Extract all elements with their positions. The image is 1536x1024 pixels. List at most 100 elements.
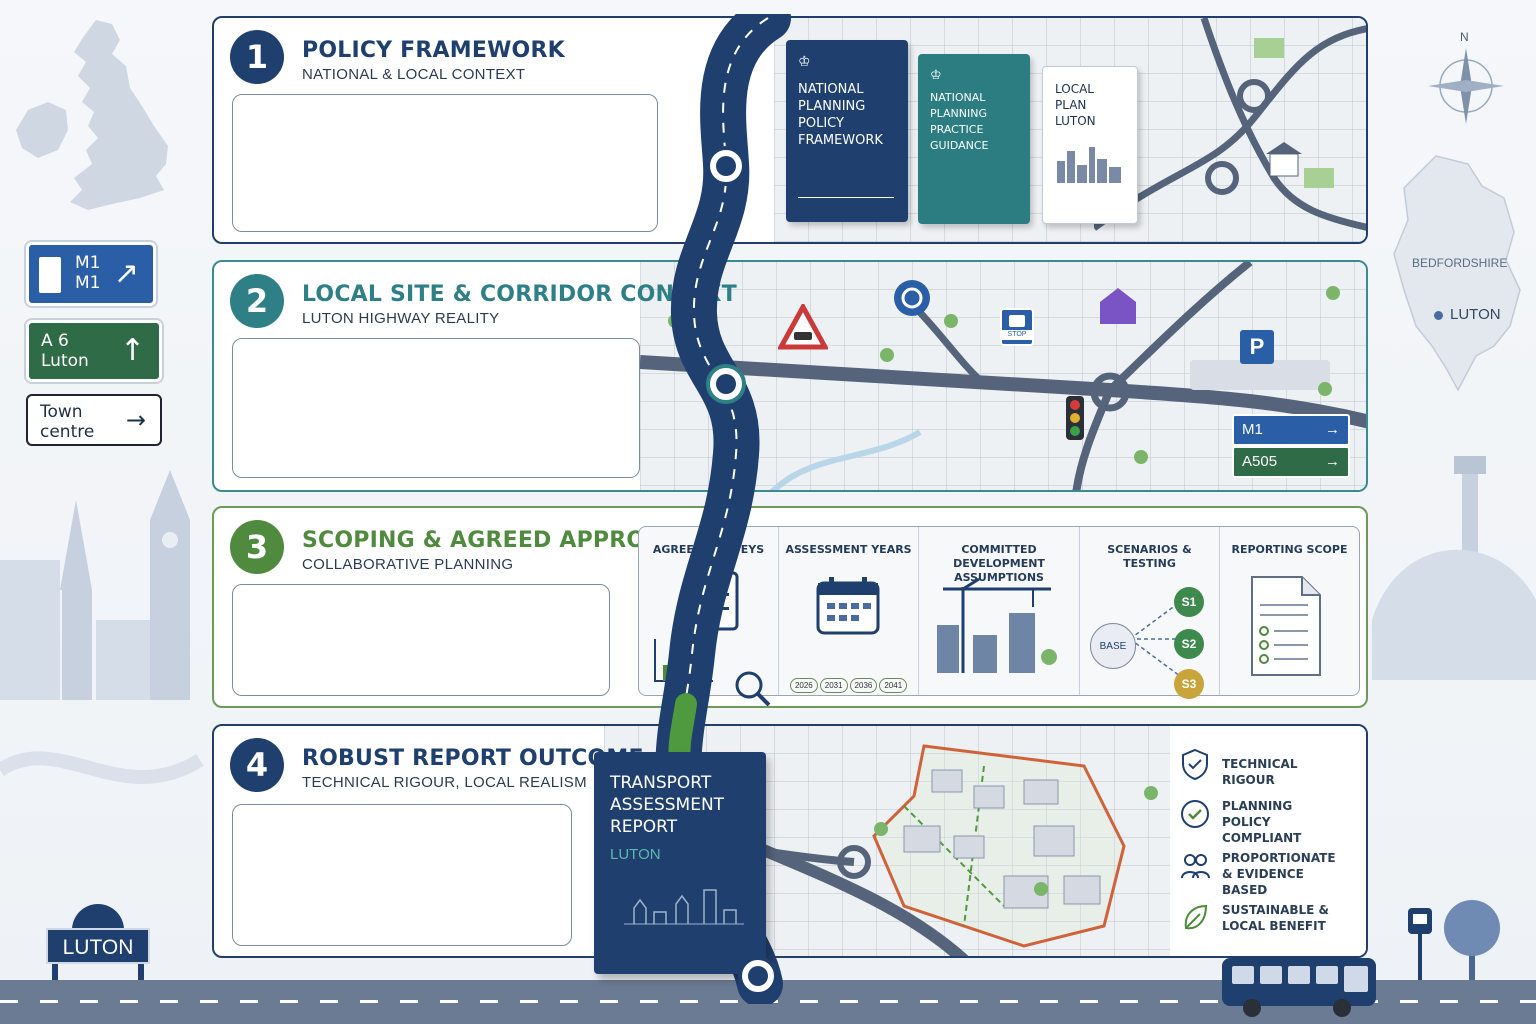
parking-sign-label: P xyxy=(1249,334,1265,359)
tree-icon xyxy=(944,314,958,328)
scenario-s2: S2 xyxy=(1173,629,1204,659)
outcome-divider xyxy=(1170,726,1366,956)
shield-check-icon xyxy=(1182,748,1208,780)
leaf-icon xyxy=(1184,904,1208,930)
bus-icon xyxy=(1009,315,1025,327)
report-place: LUTON xyxy=(610,846,661,863)
outcome-label: TECHNICAL RIGOUR xyxy=(1222,757,1298,787)
motorway-sign: M1 M1 ↗ xyxy=(26,242,156,306)
bus-stop-label: STOP xyxy=(1002,330,1032,340)
nppg-document: ♔ NATIONAL PLANNING PRACTICE GUIDANCE xyxy=(918,54,1030,224)
compass-north-label: N xyxy=(1460,30,1469,44)
stage-3-text-box[interactable] xyxy=(232,584,610,696)
stage-4-title: ROBUST REPORT OUTCOME xyxy=(302,746,644,771)
traffic-light-icon xyxy=(1066,396,1084,440)
year-pill: 2031 xyxy=(819,678,848,693)
tree-icon xyxy=(1134,450,1148,464)
a505-direction-label: A505 xyxy=(1242,453,1278,470)
school-icon xyxy=(1100,288,1136,324)
stage-2-title: LOCAL SITE & CORRIDOR CONTEXT xyxy=(302,282,737,307)
npff-document-title: NATIONAL PLANNING POLICY FRAMEWORK xyxy=(798,82,883,148)
stage-2-text-box[interactable] xyxy=(232,338,640,478)
stage-1-subtitle: NATIONAL & LOCAL CONTEXT xyxy=(302,66,526,83)
a-road-sign-line1: A 6 xyxy=(41,331,69,351)
local-plan-document: LOCAL PLAN LUTON xyxy=(1042,66,1138,224)
tree-icon xyxy=(1444,900,1500,982)
stage-1-card: 1 POLICY FRAMEWORK NATIONAL & LOCAL CONT… xyxy=(212,16,1368,244)
tree-icon xyxy=(880,348,894,362)
arrow-right-icon: → xyxy=(1325,421,1340,438)
local-plan-document-title: LOCAL PLAN LUTON xyxy=(1055,82,1096,128)
outcome-label: SUSTAINABLE & LOCAL BENEFIT xyxy=(1222,903,1329,933)
scenario-s3: S3 xyxy=(1173,669,1204,699)
tree-icon xyxy=(1326,286,1340,300)
outcome-technical-rigour: TECHNICAL RIGOUR xyxy=(1180,748,1342,788)
stage-3-title: SCOPING & AGREED APPROACH xyxy=(302,528,697,553)
stage-4-text-box[interactable] xyxy=(232,804,572,946)
transport-assessment-report-book: TRANSPORT ASSESSMENT REPORT LUTON xyxy=(594,752,766,974)
scope-heading-reporting: REPORTING SCOPE xyxy=(1231,543,1348,556)
parking-sign-icon: P xyxy=(1240,330,1274,364)
magnifier-icon xyxy=(735,671,771,706)
station-sign-label: LUTON xyxy=(46,928,150,964)
scope-col-reporting: REPORTING SCOPE xyxy=(1220,527,1359,695)
a-road-sign-line2: Luton xyxy=(41,351,89,371)
calendar-icon xyxy=(816,577,880,635)
town-sign-line1: Town xyxy=(40,402,83,422)
stage-3-subtitle: COLLABORATIVE PLANNING xyxy=(302,556,514,573)
motorway-sign-line1: M1 xyxy=(75,253,101,273)
town-label: LUTON xyxy=(1450,306,1501,323)
compass-icon xyxy=(1428,48,1504,124)
stage-2-card: 2 LOCAL SITE & CORRIDOR CONTEXT LUTON HI… xyxy=(212,260,1368,492)
people-icon xyxy=(1181,854,1210,879)
crest-icon-2: ♔ xyxy=(930,68,942,83)
town-dot-icon xyxy=(1434,311,1443,320)
county-label: BEDFORDSHIRE xyxy=(1412,256,1508,270)
skyline-icon xyxy=(1057,147,1121,183)
luton-station-sign: LUTON xyxy=(46,904,150,980)
timeline-node-1 xyxy=(706,146,746,186)
uk-map-icon xyxy=(16,20,168,210)
right-skyline-icon xyxy=(1372,456,1536,680)
nppg-document-title: NATIONAL PLANNING PRACTICE GUIDANCE xyxy=(930,91,989,152)
scenario-s1: S1 xyxy=(1173,587,1204,617)
stage-2-number: 2 xyxy=(230,274,284,328)
check-circle-icon xyxy=(1181,800,1209,828)
outcome-label: PROPORTIONATE & EVIDENCE BASED xyxy=(1222,851,1336,897)
scoping-panel: AGREED SURVEYS ASSESSMENT YEARS xyxy=(638,526,1360,706)
stage-4-card: 4 ROBUST REPORT OUTCOME TECHNICAL RIGOUR… xyxy=(212,724,1368,958)
report-title-line1: TRANSPORT xyxy=(610,773,712,793)
warning-sign-icon xyxy=(778,304,828,350)
scope-col-committed: COMMITTED DEVELOPMENT ASSUMPTIONS xyxy=(919,527,1080,695)
scenario-base: BASE xyxy=(1089,623,1136,669)
report-title-line2: ASSESSMENT xyxy=(610,795,725,815)
a505-direction-sign: A505 → xyxy=(1232,446,1350,478)
scope-heading-scenarios: SCENARIOS & TESTING xyxy=(1107,543,1192,570)
stage-1-text-box[interactable] xyxy=(232,94,658,232)
npff-document: ♔ NATIONAL PLANNING POLICY FRAMEWORK xyxy=(786,40,908,222)
report-title-line3: REPORT xyxy=(610,817,678,837)
outcome-proportionate: PROPORTIONATE & EVIDENCE BASED xyxy=(1180,850,1342,898)
bedfordshire-map-icon xyxy=(1393,155,1521,392)
stage-1-number: 1 xyxy=(230,30,284,84)
report-document-icon xyxy=(1250,576,1321,676)
year-pill: 2041 xyxy=(879,678,908,693)
bus-stop-sign: STOP xyxy=(1000,308,1034,346)
tree-icon xyxy=(1144,786,1158,800)
crane-buildings-icon xyxy=(937,577,1058,673)
outcome-sustainable: SUSTAINABLE & LOCAL BENEFIT xyxy=(1180,902,1342,934)
left-skyline-icon xyxy=(0,470,204,784)
a-road-sign: A 6 Luton ↑ xyxy=(26,320,162,382)
bus-icon xyxy=(1222,958,1376,1017)
stage-3-number: 3 xyxy=(230,520,284,574)
town-sign-line2: centre xyxy=(40,422,95,442)
m1-direction-sign: M1 → xyxy=(1232,414,1350,446)
arrow-right-icon: → xyxy=(125,406,146,434)
stage-1-road-network xyxy=(1094,18,1366,231)
tree-icon xyxy=(1034,882,1048,896)
outcome-label: PLANNING POLICY COMPLIANT xyxy=(1222,799,1302,845)
town-centre-sign: Town centre → xyxy=(26,394,162,446)
stage-4-number: 4 xyxy=(230,738,284,792)
